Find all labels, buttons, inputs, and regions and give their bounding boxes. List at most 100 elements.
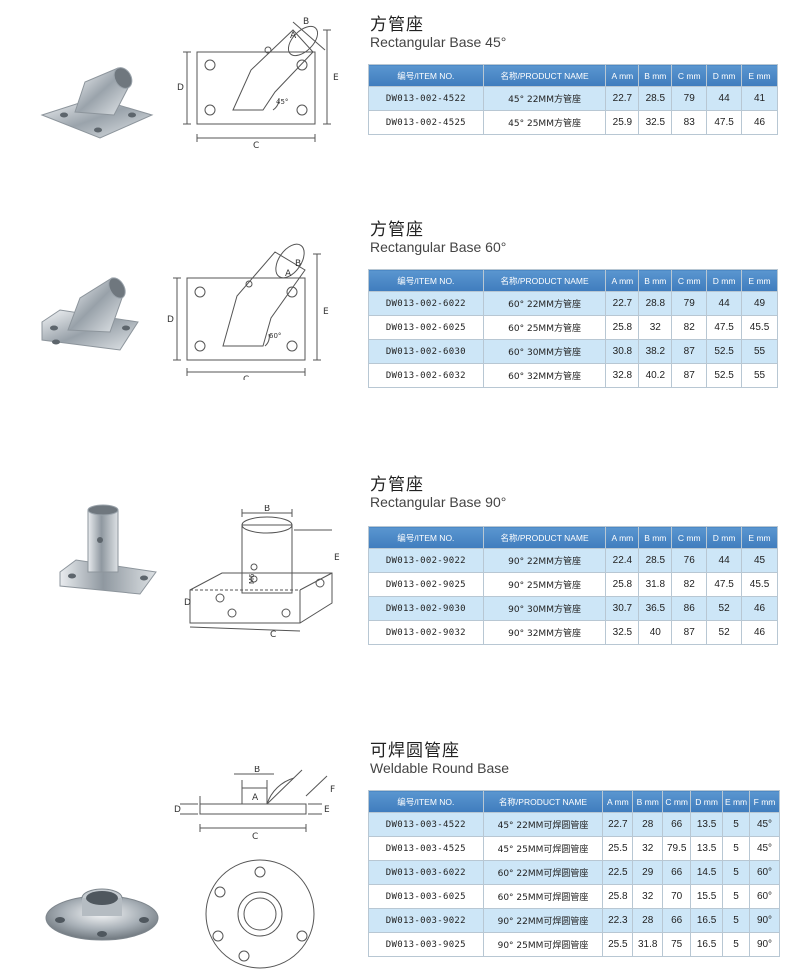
cell-d: 52 (706, 596, 743, 621)
cell-item-no: DW013-002-6025 (368, 315, 484, 340)
cell-d: 44 (706, 548, 743, 573)
cell-a: 25.9 (605, 110, 640, 135)
cell-b: 28 (632, 908, 664, 933)
header-b: B mm (632, 790, 664, 813)
cell-c: 66 (662, 908, 692, 933)
cell-product-name: 60° 22MM可焊圆管座 (482, 860, 604, 885)
header-product-name: 名称/PRODUCT NAME (482, 790, 604, 813)
technical-drawing-rect-base-60: A B C D E 60° (167, 243, 329, 380)
spec-table-rect-base-45: 编号/ITEM NO. 名称/PRODUCT NAME A mm B mm C … (368, 64, 778, 135)
cell-b: 40.2 (638, 363, 673, 388)
table-row: DW013-002-6032 60° 32MM方管座 32.8 40.2 87 … (368, 363, 778, 388)
cell-item-no: DW013-003-9022 (368, 908, 484, 933)
cell-a: 25.8 (602, 884, 634, 909)
cell-b: 28.5 (638, 548, 673, 573)
cell-a: 30.8 (605, 339, 640, 364)
cell-a: 32.8 (605, 363, 640, 388)
table-row: DW013-002-9030 90° 30MM方管座 30.7 36.5 86 … (368, 596, 778, 621)
cell-d: 52 (706, 620, 743, 645)
product-photo-rect-base-90 (59, 504, 157, 595)
cell-d: 14.5 (690, 860, 724, 885)
cell-c: 79 (671, 291, 708, 316)
cell-d: 52.5 (706, 363, 743, 388)
cell-item-no: DW013-002-9025 (368, 572, 484, 597)
cell-c: 87 (671, 339, 708, 364)
cell-item-no: DW013-003-6022 (368, 860, 484, 885)
dim-label-angle: 45° (276, 98, 288, 106)
cell-item-no: DW013-003-6025 (368, 884, 484, 909)
cell-product-name: 60° 25MM方管座 (482, 315, 607, 340)
cell-b: 31.8 (632, 932, 664, 957)
section-title-en: Rectangular Base 45° (370, 34, 507, 50)
cell-e: 45 (741, 548, 778, 573)
cell-e: 5 (722, 884, 751, 909)
cell-b: 32 (632, 836, 664, 861)
cell-d: 16.5 (690, 908, 724, 933)
cell-e: 5 (722, 908, 751, 933)
table-row: DW013-002-6022 60° 22MM方管座 22.7 28.8 79 … (368, 291, 778, 316)
cell-a: 22.7 (605, 291, 640, 316)
cell-e: 45.5 (741, 315, 778, 340)
table-row: DW013-003-4525 45° 25MM可焊圆管座 25.5 32 79.… (368, 836, 780, 861)
technical-drawing-rect-base-90: B C D E M6 (184, 505, 340, 640)
header-e: E mm (722, 790, 751, 813)
cell-f: 60° (749, 860, 780, 885)
cell-product-name: 45° 25MM方管座 (482, 110, 607, 135)
cell-c: 70 (662, 884, 692, 909)
cell-d: 13.5 (690, 836, 724, 861)
cell-b: 31.8 (638, 572, 673, 597)
dim-label-b: B (303, 17, 309, 27)
cell-d: 44 (706, 86, 743, 111)
table-row: DW013-002-4522 45° 22MM方管座 22.7 28.5 79 … (368, 86, 778, 111)
cell-d: 13.5 (690, 812, 724, 837)
cell-f: 60° (749, 884, 780, 909)
cell-c: 82 (671, 572, 708, 597)
table-header-row: 编号/ITEM NO. 名称/PRODUCT NAME A mm B mm C … (368, 526, 778, 549)
section-title-cn: 方管座 (370, 15, 424, 35)
header-product-name: 名称/PRODUCT NAME (482, 269, 607, 292)
dim-label-c: C (253, 141, 259, 150)
cell-a: 25.5 (602, 836, 634, 861)
cell-item-no: DW013-003-4522 (368, 812, 484, 837)
cell-e: 5 (722, 860, 751, 885)
header-c: C mm (671, 269, 708, 292)
header-d: D mm (706, 526, 743, 549)
cell-a: 30.7 (605, 596, 640, 621)
cell-d: 15.5 (690, 884, 724, 909)
dim-label-b: B (295, 259, 301, 269)
table-row: DW013-002-6030 60° 30MM方管座 30.8 38.2 87 … (368, 339, 778, 364)
cell-c: 66 (662, 812, 692, 837)
cell-e: 41 (741, 86, 778, 111)
header-b: B mm (638, 269, 673, 292)
section-rect-base-45: A B C D E 45° 方管座 Rectangular Base 45° 编… (0, 0, 800, 170)
section-title-cn: 方管座 (370, 220, 424, 240)
table-row: DW013-003-4522 45° 22MM可焊圆管座 22.7 28 66 … (368, 812, 780, 837)
dim-label-c: C (270, 630, 276, 640)
cell-e: 46 (741, 110, 778, 135)
cell-e: 45.5 (741, 572, 778, 597)
cell-product-name: 45° 22MM可焊圆管座 (482, 812, 604, 837)
header-c: C mm (662, 790, 692, 813)
technical-drawing-weldable-side: A B C D E F (174, 766, 335, 841)
product-photo-weldable-round-base (45, 888, 159, 941)
cell-c: 83 (671, 110, 708, 135)
header-item-no: 编号/ITEM NO. (368, 526, 484, 549)
cell-item-no: DW013-003-9025 (368, 932, 484, 957)
header-a: A mm (602, 790, 634, 813)
technical-drawing-weldable-top (205, 859, 315, 969)
section-rect-base-60: A B C D E 60° 方管座 Rectangular Base 60° 编… (0, 205, 800, 405)
section-weldable-round-base: A B C D E F (0, 728, 800, 975)
cell-d: 44 (706, 291, 743, 316)
dim-label-f: F (330, 785, 335, 795)
cell-product-name: 90° 22MM方管座 (482, 548, 607, 573)
dim-label-c: C (252, 832, 258, 841)
header-product-name: 名称/PRODUCT NAME (482, 526, 607, 549)
header-e: E mm (741, 526, 778, 549)
cell-c: 87 (671, 620, 708, 645)
cell-c: 82 (671, 315, 708, 340)
cell-product-name: 90° 25MM可焊圆管座 (482, 932, 604, 957)
header-b: B mm (638, 64, 673, 87)
cell-c: 87 (671, 363, 708, 388)
cell-e: 5 (722, 932, 751, 957)
cell-product-name: 45° 22MM方管座 (482, 86, 607, 111)
